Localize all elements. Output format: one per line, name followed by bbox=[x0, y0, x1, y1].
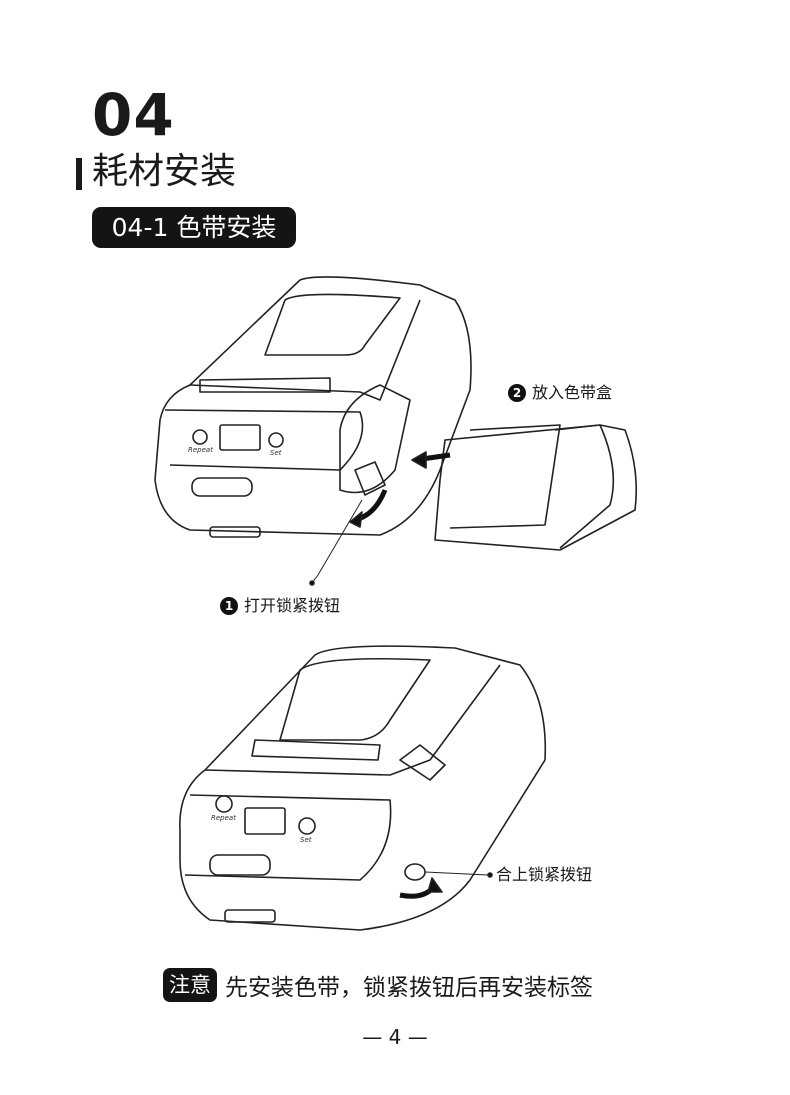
set-button-label: Set bbox=[300, 836, 312, 844]
step-1-callout: 1 打开锁紧拨钮 bbox=[220, 596, 340, 616]
close-lever-callout: 合上锁紧拨钮 bbox=[496, 865, 592, 885]
repeat-button-label: Repeat bbox=[188, 446, 213, 454]
section-number: 04 bbox=[92, 81, 175, 149]
printer-open-illustration bbox=[154, 276, 637, 586]
step-1-label: 打开锁紧拨钮 bbox=[244, 596, 341, 615]
repeat-button-label: Repeat bbox=[211, 814, 236, 822]
section-title: 耗材安装 bbox=[92, 151, 237, 192]
step-2-label: 放入色带盒 bbox=[532, 383, 613, 402]
subsection-title: 04-1 色带安装 bbox=[92, 207, 296, 248]
note-text: 先安装色带，锁紧拨钮后再安装标签 bbox=[225, 975, 593, 1001]
step-1-number: 1 bbox=[220, 597, 238, 615]
printer-closed-illustration bbox=[179, 645, 547, 931]
note-tag: 注意 bbox=[163, 968, 217, 1002]
close-lever-label: 合上锁紧拨钮 bbox=[496, 865, 593, 884]
title-bar-decoration bbox=[76, 158, 82, 190]
set-button-label: Set bbox=[270, 449, 282, 457]
step-2-callout: 2 放入色带盒 bbox=[508, 383, 612, 403]
note: 注意 先安装色带，锁紧拨钮后再安装标签 bbox=[163, 968, 593, 1002]
page-number: — 4 — bbox=[362, 1025, 428, 1049]
step-2-number: 2 bbox=[508, 384, 526, 402]
